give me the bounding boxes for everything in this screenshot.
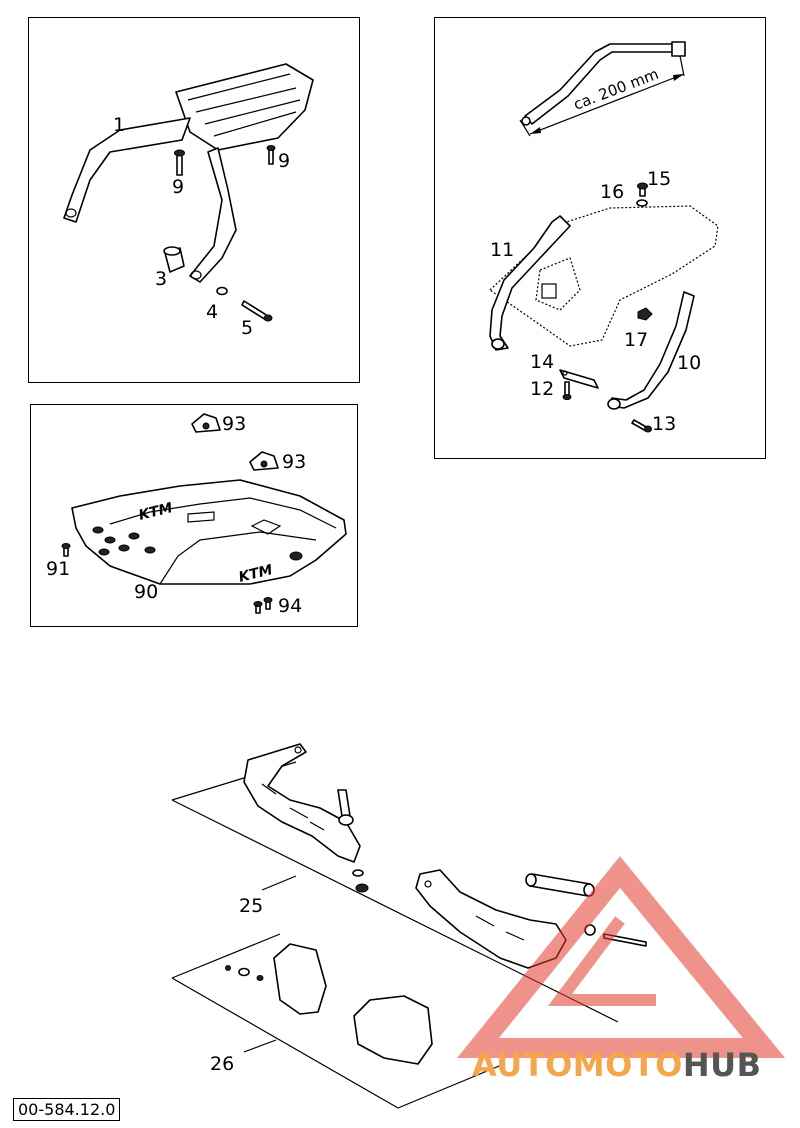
watermark-part2: HUB bbox=[682, 1046, 762, 1084]
callout-3: 3 bbox=[155, 268, 167, 290]
carrier-rack-part-1 bbox=[63, 63, 314, 283]
washer-16 bbox=[636, 199, 648, 207]
rear-fender-part bbox=[489, 205, 719, 347]
washer-4 bbox=[216, 286, 228, 296]
kit-26-outline bbox=[171, 933, 505, 1109]
bolt-9-left bbox=[174, 149, 185, 176]
grab-handle-10 bbox=[607, 291, 695, 410]
bolt-13 bbox=[631, 419, 652, 433]
callout-5: 5 bbox=[241, 317, 253, 339]
skid-plate-90: KTM KTM bbox=[71, 479, 347, 586]
deflector-left bbox=[225, 943, 327, 1015]
bolt-9-right bbox=[266, 145, 276, 165]
callout-90: 90 bbox=[134, 581, 158, 603]
callout-9-left: 9 bbox=[172, 176, 184, 198]
bolts-94 bbox=[253, 597, 273, 614]
spacer-3 bbox=[163, 246, 185, 273]
handguard-left bbox=[243, 743, 361, 863]
watermark-wordmark: AUTOMOTOHUB bbox=[472, 1046, 762, 1084]
bolt-15 bbox=[637, 182, 648, 197]
rubber-mount-93-top bbox=[191, 413, 221, 433]
nut-17 bbox=[637, 307, 653, 321]
callout-93-bottom: 93 bbox=[282, 451, 306, 473]
callout-26: 26 bbox=[210, 1053, 234, 1075]
callout-4: 4 bbox=[206, 301, 218, 323]
callout-10: 10 bbox=[677, 352, 701, 374]
watermark-part1: AUTOMOTO bbox=[472, 1046, 683, 1084]
grab-handle-11 bbox=[489, 215, 571, 351]
callout-17: 17 bbox=[624, 329, 648, 351]
kit-25-outline bbox=[171, 761, 619, 1023]
callout-1: 1 bbox=[113, 114, 125, 136]
callout-9-right: 9 bbox=[278, 150, 290, 172]
rubber-mount-93-bottom bbox=[249, 451, 279, 471]
callout-14: 14 bbox=[530, 351, 554, 373]
callout-93-top: 93 bbox=[222, 413, 246, 435]
callout-11: 11 bbox=[490, 239, 514, 261]
panel-carrier-rack bbox=[28, 17, 360, 383]
callout-15: 15 bbox=[647, 168, 671, 190]
dimension-detail: ca. 200 mm bbox=[519, 41, 686, 137]
deflector-right bbox=[353, 995, 433, 1065]
bolt-5 bbox=[241, 300, 273, 322]
panel-skid-plate bbox=[30, 404, 358, 627]
reference-number: 00-584.12.0 bbox=[13, 1098, 121, 1121]
callout-13: 13 bbox=[652, 413, 676, 435]
watermark-logo-icon bbox=[457, 856, 786, 1058]
callout-91: 91 bbox=[46, 558, 70, 580]
handguard-left-hardware bbox=[352, 869, 369, 893]
bolt-91 bbox=[61, 543, 71, 557]
callout-12: 12 bbox=[530, 378, 554, 400]
bracket-14 bbox=[559, 369, 599, 389]
bolt-12 bbox=[562, 381, 572, 400]
callout-16: 16 bbox=[600, 181, 624, 203]
callout-25: 25 bbox=[239, 895, 263, 917]
panel-rear-grab-handles bbox=[434, 17, 766, 459]
callout-94: 94 bbox=[278, 595, 302, 617]
